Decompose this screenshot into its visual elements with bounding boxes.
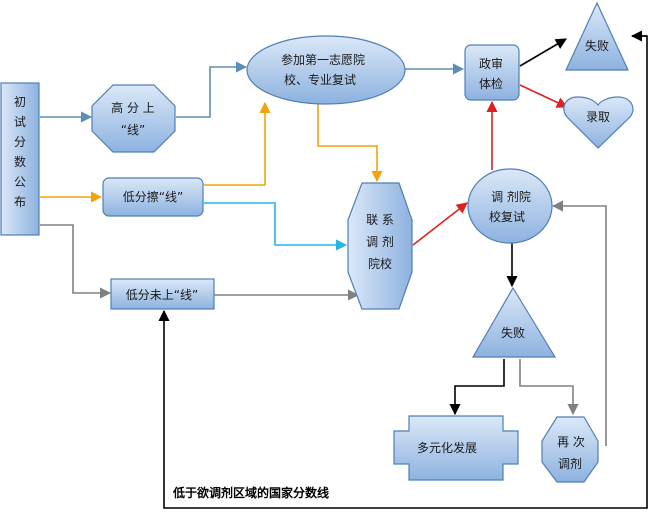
adjust-retest-label-1: 调 剂院: [491, 189, 531, 204]
arrow-above-to-retest: [176, 61, 248, 118]
arrow-political-to-fail: [519, 38, 567, 67]
node-political-physical: [464, 44, 520, 101]
node-borderline: [102, 177, 204, 217]
node-readjust: [541, 416, 599, 483]
retest-label-1: 参加第一志愿院: [281, 52, 365, 67]
node-below-line: [110, 278, 215, 310]
political-label-2: 体检: [479, 76, 503, 91]
arrow-political-to-admitted: [519, 84, 569, 108]
contact-label-2: 调 剂: [366, 234, 394, 249]
national-line-note: 低于欲调剂区域的国家分数线: [172, 485, 329, 500]
scores-char-4: 公: [14, 175, 26, 189]
below-line-label: 低分未上“线”: [126, 288, 198, 302]
scores-char-3: 数: [14, 154, 26, 169]
arrow-scores-to-below: [40, 224, 112, 299]
node-fail-middle: [471, 286, 557, 358]
scores-char-1: 试: [14, 114, 26, 129]
node-admitted: [563, 96, 634, 149]
scores-char-2: 分: [14, 135, 26, 149]
political-label-1: 政审: [479, 56, 503, 71]
node-fail-top: [565, 1, 629, 71]
borderline-label: 低分擦“线”: [123, 190, 183, 204]
arrow-contact-to-adjust-retest: [412, 202, 468, 246]
above-line-label-2: “线”: [121, 123, 145, 137]
fail-middle-label: 失败: [501, 325, 525, 340]
readjust-label-1: 再 次: [557, 435, 585, 449]
contact-label-1: 联 系: [366, 213, 394, 227]
node-first-choice-retest: [246, 35, 406, 105]
node-diversified: [393, 415, 519, 481]
scores-char-0: 初: [14, 95, 26, 109]
arrow-fail-to-readjust: [519, 359, 579, 416]
arrow-retest-to-contact: [317, 104, 383, 183]
node-scores-published: [0, 82, 40, 236]
fail-top-label: 失败: [585, 38, 609, 53]
adjust-retest-label-2: 校复试: [489, 209, 525, 224]
node-adjust-retest: [467, 168, 553, 244]
retest-label-2: 校、专业复试: [284, 72, 356, 87]
arrow-borderline-to-retest: [204, 101, 271, 186]
admitted-label: 录取: [586, 110, 610, 124]
arrow-fail-to-diversified: [449, 359, 505, 416]
node-above-line: [91, 84, 176, 153]
diversified-label: 多元化发展: [417, 440, 477, 455]
above-line-label-1: 高 分 上: [111, 100, 155, 115]
scores-char-5: 布: [14, 195, 26, 209]
arrow-readjust-to-adjust-retest: [551, 200, 607, 446]
contact-label-3: 院校: [368, 256, 392, 271]
readjust-label-2: 调剂: [558, 456, 582, 471]
arrow-borderline-to-contact: [204, 202, 348, 251]
node-contact-schools: [347, 182, 413, 310]
